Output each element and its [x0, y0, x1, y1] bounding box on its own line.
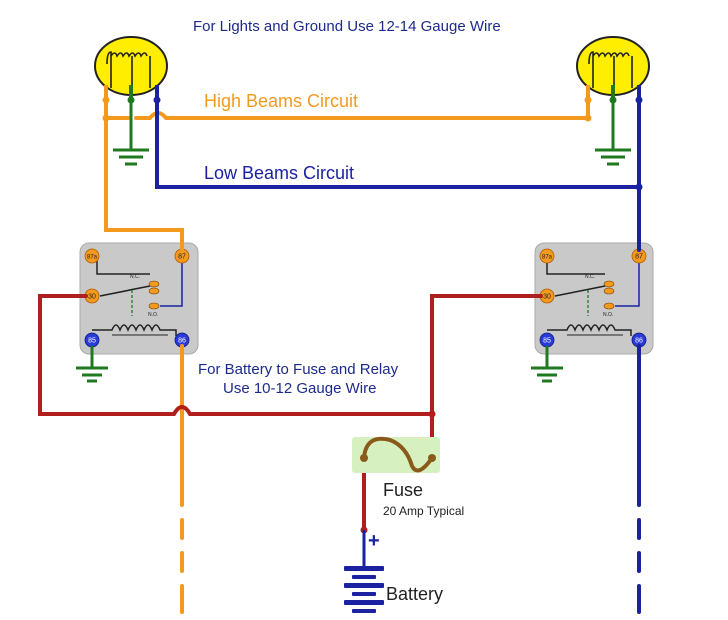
relay-left: N.C. N.O. 87a 87 30 85 86 [79, 242, 199, 355]
ground-icon [113, 100, 149, 166]
fuse-rating-label: 20 Amp Typical [383, 504, 465, 518]
fuse-label: Fuse [383, 480, 424, 500]
headlamp-right [576, 36, 650, 104]
high-beams-label: High Beams Circuit [204, 91, 359, 111]
headlamp-left [94, 36, 168, 104]
fuse [352, 436, 440, 473]
low-beams-label: Low Beams Circuit [204, 163, 355, 183]
low-beams-wire [155, 96, 641, 614]
ground-icon [595, 100, 631, 166]
ground-icon [531, 346, 563, 383]
relay-left-pin-30: 30 [88, 294, 96, 301]
relay-left-no: N.O. [148, 312, 158, 318]
ground-icon [76, 346, 108, 383]
fuse-icon [352, 437, 440, 473]
relay-right-nc: N.C. [585, 274, 595, 280]
relay-left-nc: N.C. [130, 274, 140, 280]
relay-left-pin-85: 85 [88, 338, 96, 345]
relay-right-pin-87: 87 [635, 254, 643, 261]
relay-left-pin-86: 86 [178, 338, 186, 345]
relay-right-no: N.O. [603, 312, 613, 318]
battery [344, 526, 384, 613]
relay-right: N.C. N.O. 87a 87 30 85 86 [534, 242, 654, 355]
battery-icon [344, 566, 384, 613]
battery-note-line1: For Battery to Fuse and Relay [198, 361, 399, 378]
top-note: For Lights and Ground Use 12-14 Gauge Wi… [193, 18, 501, 35]
relay-right-pin-85: 85 [543, 338, 551, 345]
relay-right-pin-87a: 87a [542, 255, 553, 261]
relay-left-pin-87a: 87a [87, 255, 98, 261]
battery-note-line2: Use 10-12 Gauge Wire [223, 380, 377, 397]
relay-right-pin-86: 86 [635, 338, 643, 345]
relay-icon [534, 242, 654, 355]
battery-plus-label: + [368, 530, 380, 552]
battery-label: Battery [386, 584, 444, 604]
relay-icon [79, 242, 199, 355]
relay-right-pin-30: 30 [543, 294, 551, 301]
relay-left-pin-87: 87 [178, 254, 186, 261]
